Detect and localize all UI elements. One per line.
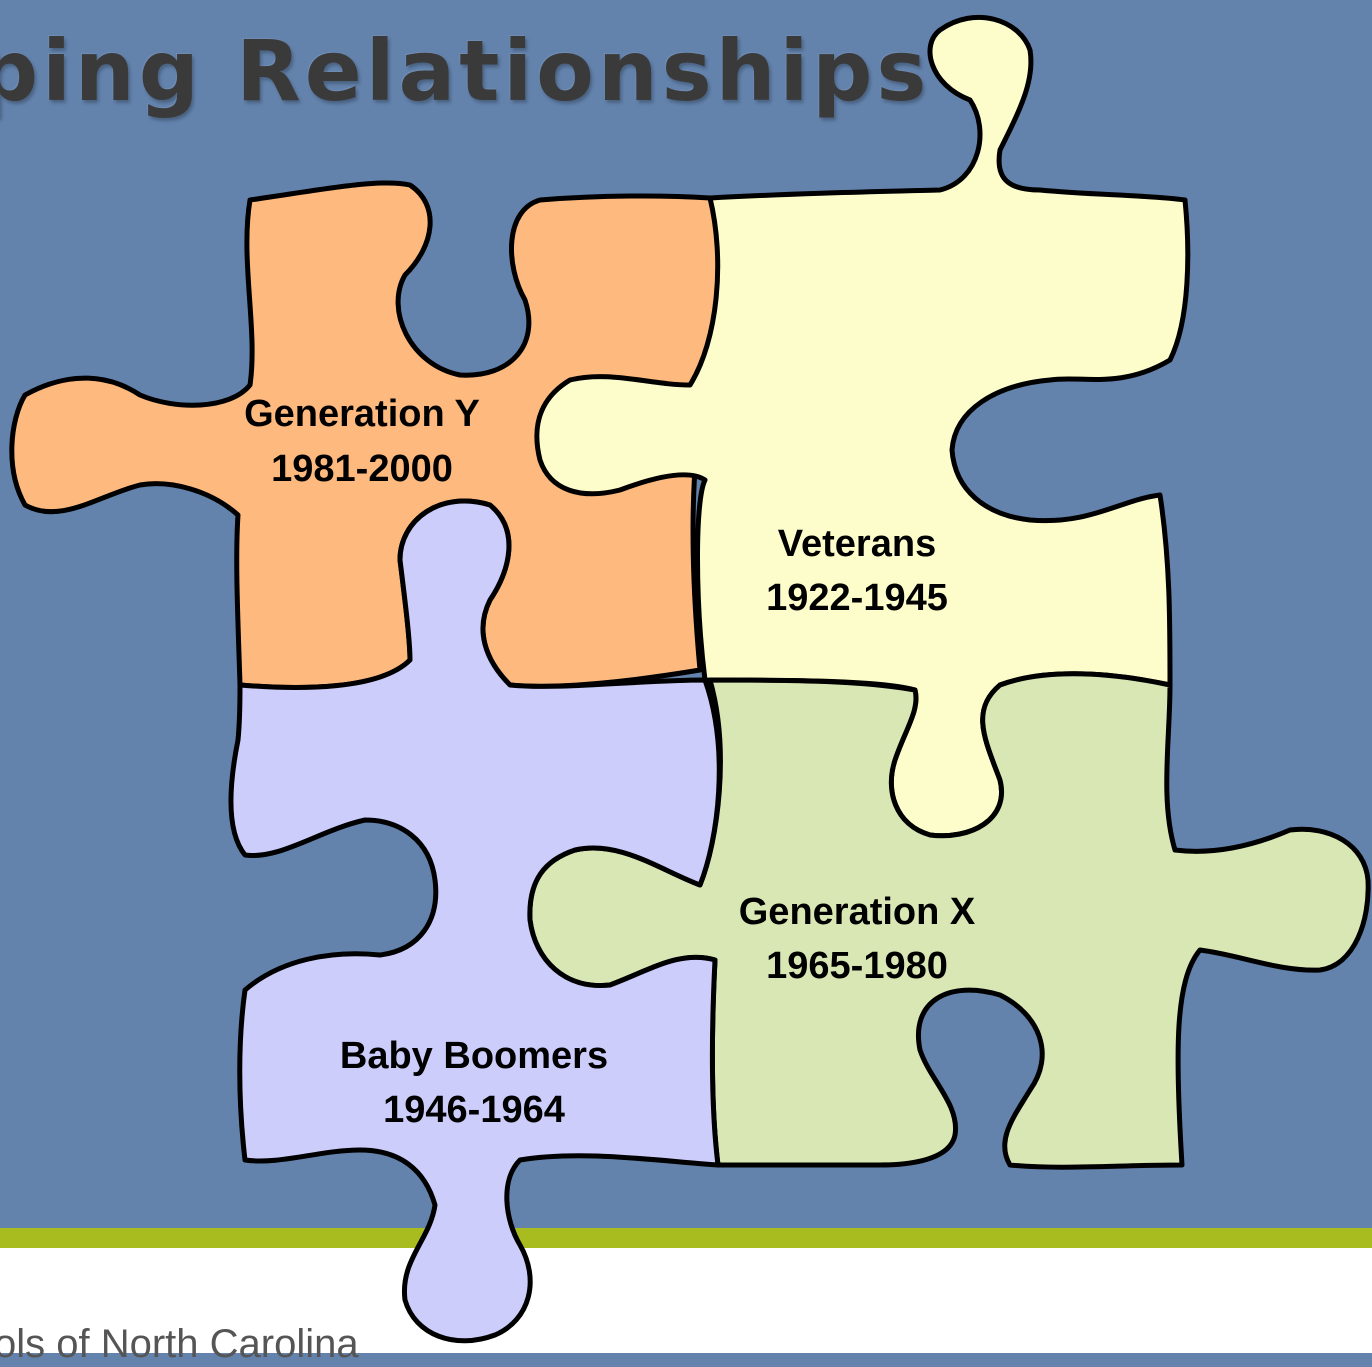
label-generation-y-name: Generation Y: [244, 393, 480, 435]
label-generation-x-years: 1965-1980: [766, 945, 948, 987]
label-baby-boomers-name: Baby Boomers: [340, 1035, 608, 1077]
footer: ols of North Carolina: [0, 1228, 1372, 1366]
piece-veterans: [534, 14, 1191, 839]
label-generation-x-name: Generation X: [739, 891, 976, 933]
label-baby-boomers-years: 1946-1964: [383, 1089, 565, 1131]
label-generation-y-years: 1981-2000: [271, 448, 453, 490]
footer-accent-bar: [0, 1228, 1372, 1248]
label-veterans-years: 1922-1945: [766, 577, 948, 619]
label-veterans-name: Veterans: [778, 523, 936, 565]
slide-title: ping Relationships: [0, 22, 931, 120]
piece-baby-boomers: [228, 498, 722, 1344]
